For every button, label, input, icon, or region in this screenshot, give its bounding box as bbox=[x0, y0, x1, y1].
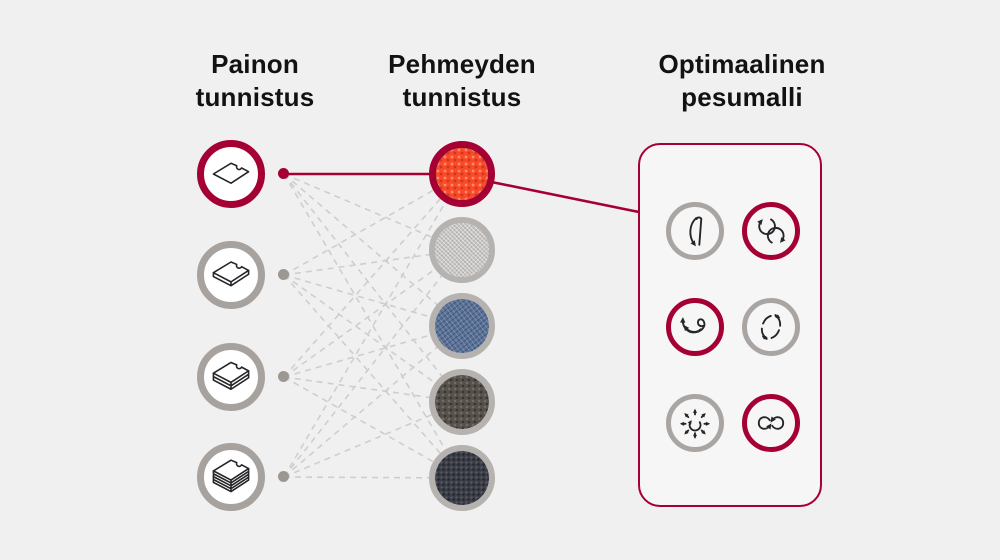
fabric-swatch-denim-blue bbox=[429, 293, 495, 359]
wash-panel bbox=[638, 143, 822, 507]
rolling-motion-icon bbox=[689, 216, 703, 247]
wash-motion-circle bbox=[742, 394, 800, 452]
fabric-swatch-dark-taupe bbox=[429, 369, 495, 435]
column-title-optimal-wash: Optimaalinen pesumalli bbox=[658, 49, 826, 112]
fabric-swatch-orange bbox=[429, 141, 495, 207]
weight-level-1-circle bbox=[197, 140, 265, 208]
weight-level-3-circle bbox=[197, 343, 265, 411]
weight-level-4-circle bbox=[197, 443, 265, 511]
connector-dot-level-2 bbox=[278, 269, 289, 280]
column-title-weight-detection: Painon tunnistus bbox=[195, 49, 315, 112]
wash-motion-circle bbox=[666, 394, 724, 452]
fabric-stack-4-layers-icon bbox=[212, 459, 250, 493]
fabric-swatch-linen-gray bbox=[429, 217, 495, 283]
wash-motion-circle bbox=[666, 298, 724, 356]
connector-dot-level-3 bbox=[278, 371, 289, 382]
fabric-stack-3-layers-icon bbox=[212, 361, 250, 391]
column-title-softness-detection: Pehmeyden tunnistus bbox=[388, 49, 536, 112]
scrub-motion-icon bbox=[679, 408, 711, 439]
wash-motion-circle bbox=[666, 202, 724, 260]
wobble-motion-icon bbox=[757, 416, 785, 430]
tumble-motion-icon bbox=[757, 218, 786, 244]
fabric-stack-2-layers-icon bbox=[212, 261, 250, 287]
weight-level-2-circle bbox=[197, 241, 265, 309]
fabric-swatch-charcoal-navy bbox=[429, 445, 495, 511]
fabric-stack-1-layer-icon bbox=[212, 162, 250, 184]
connector-dot-level-4 bbox=[278, 471, 289, 482]
wash-motion-circle bbox=[742, 202, 800, 260]
rotation-motion-icon bbox=[760, 314, 782, 340]
swing-motion-icon bbox=[680, 317, 706, 334]
wash-motion-circle bbox=[742, 298, 800, 356]
connector-dot-level-1 bbox=[278, 168, 289, 179]
